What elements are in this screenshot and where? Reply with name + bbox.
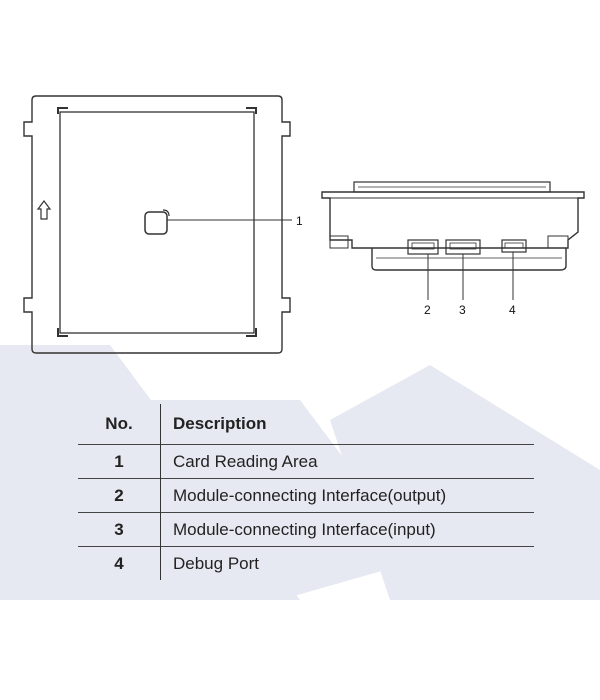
- up-arrow-icon: [36, 200, 52, 220]
- header-no: No.: [105, 414, 133, 433]
- row-description: Debug Port: [160, 546, 534, 580]
- callout-2-label: 2: [424, 303, 431, 317]
- row-no: 4: [114, 553, 124, 573]
- card-reading-icon: [144, 211, 168, 235]
- callout-3-label: 3: [459, 303, 466, 317]
- row-description: Card Reading Area: [160, 444, 534, 479]
- front-view-module: [23, 95, 292, 354]
- connector-input: [445, 239, 481, 255]
- front-outer-frame: [23, 95, 291, 354]
- table-row: 3 Module-connecting Interface(input): [78, 512, 534, 547]
- table-row: 4 Debug Port: [78, 546, 534, 580]
- table-header-row: No. Description: [78, 404, 534, 445]
- connector-output: [407, 239, 439, 255]
- row-no: 2: [114, 485, 124, 505]
- row-no: 3: [114, 519, 124, 539]
- side-view-module: [321, 181, 585, 300]
- corner-clips: [57, 107, 257, 337]
- side-lower-housing: [371, 248, 567, 271]
- row-no: 1: [114, 451, 124, 471]
- table-row: 2 Module-connecting Interface(output): [78, 478, 534, 513]
- front-inner-panel: [59, 111, 255, 334]
- connector-debug: [501, 239, 527, 253]
- description-table: No. Description 1 Card Reading Area 2 Mo…: [78, 404, 534, 580]
- table-row: 1 Card Reading Area: [78, 444, 534, 479]
- row-description: Module-connecting Interface(input): [160, 512, 534, 547]
- header-description: Description: [160, 404, 534, 445]
- callout-4-label: 4: [509, 303, 516, 317]
- row-description: Module-connecting Interface(output): [160, 478, 534, 513]
- callout-1-label: 1: [296, 214, 303, 228]
